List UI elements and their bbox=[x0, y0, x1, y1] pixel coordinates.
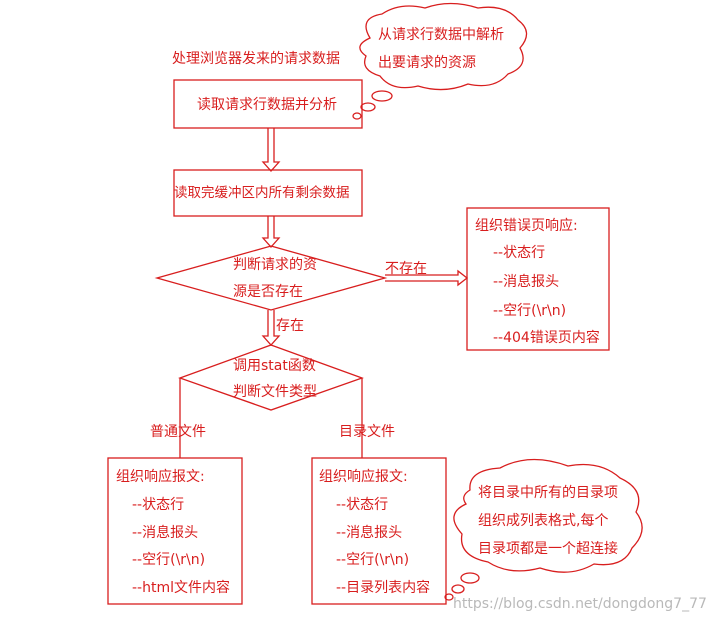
error-box-item: --空行(\r\n) bbox=[493, 303, 567, 319]
edge-label-exists: 存在 bbox=[276, 318, 304, 334]
directory-box-item: --状态行 bbox=[336, 497, 389, 513]
thought-bubble-small-6 bbox=[444, 593, 454, 601]
thought-bubble-small-4 bbox=[460, 572, 480, 584]
error-box-title: 组织错误页响应: bbox=[475, 218, 578, 234]
thought-bubble-small-2 bbox=[360, 102, 376, 112]
arrow-down-1 bbox=[261, 128, 281, 172]
error-box-item: --404错误页内容 bbox=[493, 330, 600, 346]
step-read-remaining-data: 读取完缓冲区内所有剩余数据 bbox=[174, 185, 350, 201]
decision-diamond-file-type bbox=[178, 344, 364, 411]
error-box-item: --状态行 bbox=[493, 245, 546, 261]
edge-label-directory-file: 目录文件 bbox=[339, 424, 395, 440]
regular-box-item: --状态行 bbox=[132, 497, 185, 513]
edge-label-not-exists: 不存在 bbox=[385, 261, 427, 277]
decision-exists-line-2: 源是否存在 bbox=[233, 284, 303, 300]
thought-cloud-top bbox=[359, 2, 528, 91]
cloud-bottom-line-3: 目录项都是一个超连接 bbox=[478, 541, 618, 557]
cloud-bottom-line-2: 组织成列表格式,每个 bbox=[478, 513, 609, 529]
thought-bubble-small-1 bbox=[371, 90, 393, 102]
directory-box-title: 组织响应报文: bbox=[319, 469, 408, 485]
thought-bubble-small-3 bbox=[352, 112, 362, 120]
thought-cloud-bottom bbox=[453, 458, 643, 573]
directory-box-item: --消息报头 bbox=[336, 525, 403, 541]
edge-label-regular-file: 普通文件 bbox=[150, 424, 206, 440]
regular-box-item: --空行(\r\n) bbox=[132, 552, 206, 568]
cloud-bottom-line-1: 将目录中所有的目录项 bbox=[478, 485, 618, 501]
thought-bubble-small-5 bbox=[451, 584, 465, 594]
error-box-item: --消息报头 bbox=[493, 274, 560, 290]
decision-type-line-1: 调用stat函数 bbox=[233, 358, 316, 374]
watermark: https://blog.csdn.net/dongdong7_77 bbox=[453, 596, 707, 612]
diagram-title: 处理浏览器发来的请求数据 bbox=[172, 51, 340, 67]
step-read-request-line: 读取请求行数据并分析 bbox=[197, 97, 337, 113]
regular-box-title: 组织响应报文: bbox=[116, 469, 205, 485]
regular-box-item: --消息报头 bbox=[132, 525, 199, 541]
directory-response-box bbox=[311, 457, 447, 605]
arrow-down-2 bbox=[261, 216, 281, 248]
directory-box-item: --空行(\r\n) bbox=[336, 552, 410, 568]
cloud-top-line-1: 从请求行数据中解析 bbox=[378, 27, 504, 43]
error-response-box bbox=[466, 207, 610, 351]
decision-type-line-2: 判断文件类型 bbox=[233, 384, 317, 400]
decision-diamond-exists bbox=[154, 245, 388, 311]
directory-box-item: --目录列表内容 bbox=[336, 580, 431, 596]
regular-file-response-box bbox=[107, 457, 243, 605]
regular-box-item: --html文件内容 bbox=[132, 580, 230, 596]
cloud-top-line-2: 出要请求的资源 bbox=[378, 55, 476, 71]
decision-exists-line-1: 判断请求的资 bbox=[233, 257, 317, 273]
